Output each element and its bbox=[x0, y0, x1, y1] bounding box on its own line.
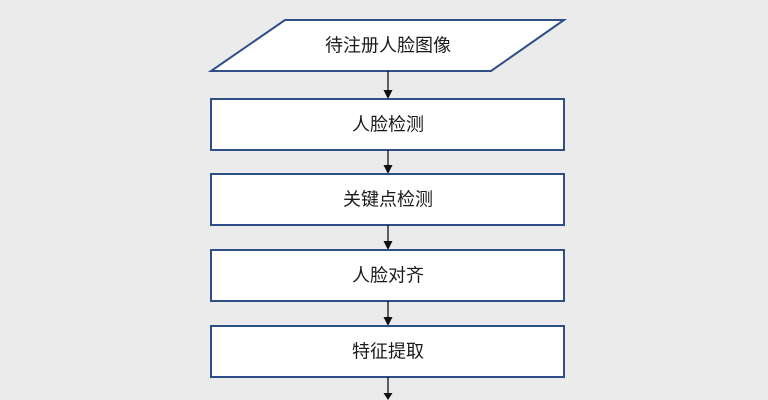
process-box bbox=[210, 173, 565, 226]
process-box bbox=[210, 325, 565, 378]
process-box bbox=[210, 249, 565, 302]
connector-face-alignment-to-feature-extraction bbox=[383, 301, 393, 326]
connector-input-to-face-detection bbox=[383, 71, 393, 99]
node-feature-extraction-label: 特征提取 bbox=[352, 342, 424, 363]
arrowhead bbox=[383, 317, 393, 326]
connector-feature-extraction-continuation bbox=[383, 377, 393, 400]
node-keypoint-detection-label: 关键点检测 bbox=[343, 190, 433, 211]
process-box bbox=[210, 98, 565, 151]
arrowhead bbox=[383, 90, 393, 99]
parallelogram-shape bbox=[207, 19, 568, 72]
connector-face-detection-to-keypoint-detection bbox=[383, 150, 393, 174]
connector-keypoint-detection-to-face-alignment bbox=[383, 225, 393, 250]
node-face-alignment: 人脸对齐 bbox=[210, 249, 565, 302]
node-feature-extraction: 特征提取 bbox=[210, 325, 565, 378]
node-face-detection: 人脸检测 bbox=[210, 98, 565, 151]
node-face-detection-label: 人脸检测 bbox=[352, 115, 424, 136]
arrowhead bbox=[383, 393, 393, 400]
arrowhead bbox=[383, 241, 393, 250]
node-input-label: 待注册人脸图像 bbox=[325, 36, 451, 57]
node-input: 待注册人脸图像 bbox=[207, 19, 568, 72]
node-face-alignment-label: 人脸对齐 bbox=[352, 266, 424, 287]
node-keypoint-detection: 关键点检测 bbox=[210, 173, 565, 226]
arrowhead bbox=[383, 165, 393, 174]
